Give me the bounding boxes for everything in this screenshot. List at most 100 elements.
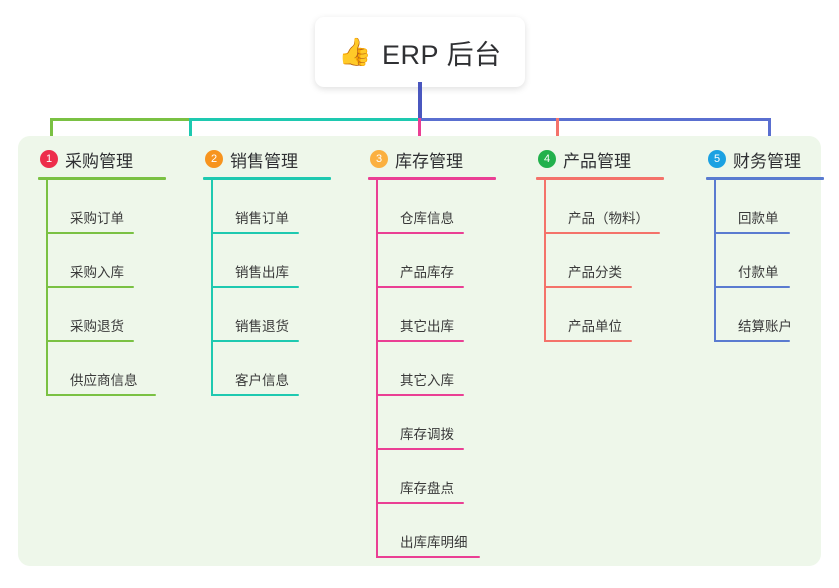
leaf-item[interactable]: 采购订单 <box>46 180 134 234</box>
column-badge-1: 1 <box>40 150 58 168</box>
column-4: 4 产品管理产品（物料） 产品分类产品单位 <box>518 140 693 342</box>
leaf-item[interactable]: 结算账户 <box>714 288 792 342</box>
leaf-item-label: 采购退货 <box>70 319 124 334</box>
column-underline-4 <box>536 177 664 180</box>
column-5: 5 财务管理回款单付款单结算账户 <box>688 140 828 342</box>
column-header-4[interactable]: 4 产品管理 <box>518 140 693 178</box>
leaf-item-underline <box>211 394 299 396</box>
column-title-2: 销售管理 <box>230 151 298 171</box>
leaf-item[interactable]: 产品分类 <box>544 234 632 288</box>
thumbs-up-icon: 👍 <box>338 36 373 68</box>
column-badge-4: 4 <box>538 150 556 168</box>
leaf-item-label: 出库库明细 <box>400 535 468 550</box>
leaf-item-underline <box>376 502 464 504</box>
column-drop-line-2 <box>189 118 192 140</box>
column-badge-3: 3 <box>370 150 388 168</box>
leaf-item-underline <box>544 340 632 342</box>
leaf-item-label: 销售订单 <box>235 211 289 226</box>
column-1: 1 采购管理采购订单采购入库采购退货供应商信息 <box>20 140 195 396</box>
root-stem-line <box>418 82 422 121</box>
leaf-item[interactable]: 采购退货 <box>46 288 134 342</box>
leaf-item-underline <box>46 340 134 342</box>
bus-segment-3 <box>418 118 771 121</box>
leaf-item-label: 付款单 <box>738 265 779 280</box>
column-drop-line-4 <box>556 118 559 140</box>
column-spine-3 <box>376 180 378 558</box>
leaf-item-label: 产品单位 <box>568 319 622 334</box>
column-underline-3 <box>368 177 496 180</box>
leaf-item-label: 采购入库 <box>70 265 124 280</box>
leaf-item-label: 其它出库 <box>400 319 454 334</box>
diagram-panel <box>18 136 821 566</box>
leaf-item[interactable]: 回款单 <box>714 180 790 234</box>
leaf-item-underline <box>211 232 299 234</box>
leaf-item-label: 产品库存 <box>400 265 454 280</box>
column-title-5: 财务管理 <box>733 151 801 171</box>
column-badge-2: 2 <box>205 150 223 168</box>
leaf-item[interactable]: 出库库明细 <box>376 504 480 558</box>
column-underline-1 <box>38 177 166 180</box>
leaf-item[interactable]: 销售出库 <box>211 234 299 288</box>
leaf-item-underline <box>376 448 464 450</box>
leaf-item-label: 其它入库 <box>400 373 454 388</box>
column-header-3[interactable]: 3 库存管理 <box>350 140 525 178</box>
leaf-item-label: 产品（物料） <box>568 211 649 226</box>
leaf-item-label: 回款单 <box>738 211 779 226</box>
leaf-item[interactable]: 产品库存 <box>376 234 464 288</box>
leaf-item[interactable]: 其它入库 <box>376 342 464 396</box>
column-underline-2 <box>203 177 331 180</box>
leaf-item-underline <box>714 340 790 342</box>
leaf-item-underline <box>376 556 480 558</box>
leaf-item-underline <box>714 232 790 234</box>
column-header-1[interactable]: 1 采购管理 <box>20 140 195 178</box>
leaf-item-underline <box>46 286 134 288</box>
leaf-item-label: 产品分类 <box>568 265 622 280</box>
bus-segment-2 <box>189 118 421 121</box>
column-drop-line-3 <box>418 118 421 140</box>
leaf-item[interactable]: 仓库信息 <box>376 180 464 234</box>
leaf-item-label: 供应商信息 <box>70 373 138 388</box>
leaf-item-underline <box>544 232 660 234</box>
leaf-item-underline <box>376 394 464 396</box>
leaf-item[interactable]: 库存盘点 <box>376 450 464 504</box>
leaf-item[interactable]: 产品单位 <box>544 288 632 342</box>
leaf-item[interactable]: 供应商信息 <box>46 342 156 396</box>
leaf-item-label: 客户信息 <box>235 373 289 388</box>
column-drop-line-1 <box>50 118 53 140</box>
leaf-item[interactable]: 其它出库 <box>376 288 464 342</box>
leaf-item-underline <box>211 286 299 288</box>
leaf-item-label: 结算账户 <box>738 319 792 334</box>
leaf-item[interactable]: 销售订单 <box>211 180 299 234</box>
column-header-5[interactable]: 5 财务管理 <box>688 140 828 178</box>
leaf-item-underline <box>714 286 790 288</box>
column-spine-4 <box>544 180 546 342</box>
leaf-item-label: 销售退货 <box>235 319 289 334</box>
leaf-item-underline <box>544 286 632 288</box>
column-badge-5: 5 <box>708 150 726 168</box>
leaf-item-label: 仓库信息 <box>400 211 454 226</box>
leaf-item-label: 库存调拨 <box>400 427 454 442</box>
leaf-item[interactable]: 付款单 <box>714 234 790 288</box>
column-title-3: 库存管理 <box>395 151 463 171</box>
leaf-item-label: 库存盘点 <box>400 481 454 496</box>
leaf-item-underline <box>376 232 464 234</box>
leaf-item[interactable]: 销售退货 <box>211 288 299 342</box>
leaf-item[interactable]: 采购入库 <box>46 234 134 288</box>
leaf-item-underline <box>376 340 464 342</box>
column-spine-2 <box>211 180 213 396</box>
column-title-1: 采购管理 <box>65 151 133 171</box>
bus-segment-1 <box>50 118 192 121</box>
column-header-2[interactable]: 2 销售管理 <box>185 140 360 178</box>
column-3: 3 库存管理仓库信息产品库存其它出库其它入库库存调拨库存盘点出库库明细 <box>350 140 525 558</box>
column-drop-line-5 <box>768 118 771 140</box>
column-title-4: 产品管理 <box>563 151 631 171</box>
root-title: ERP 后台 <box>382 39 502 70</box>
leaf-item[interactable]: 客户信息 <box>211 342 299 396</box>
leaf-item-label: 采购订单 <box>70 211 124 226</box>
leaf-item-underline <box>376 286 464 288</box>
leaf-item-underline <box>46 394 156 396</box>
root-node[interactable]: 👍 ERP 后台 <box>315 17 525 87</box>
leaf-item[interactable]: 库存调拨 <box>376 396 464 450</box>
leaf-item[interactable]: 产品（物料） <box>544 180 660 234</box>
column-spine-5 <box>714 180 716 342</box>
